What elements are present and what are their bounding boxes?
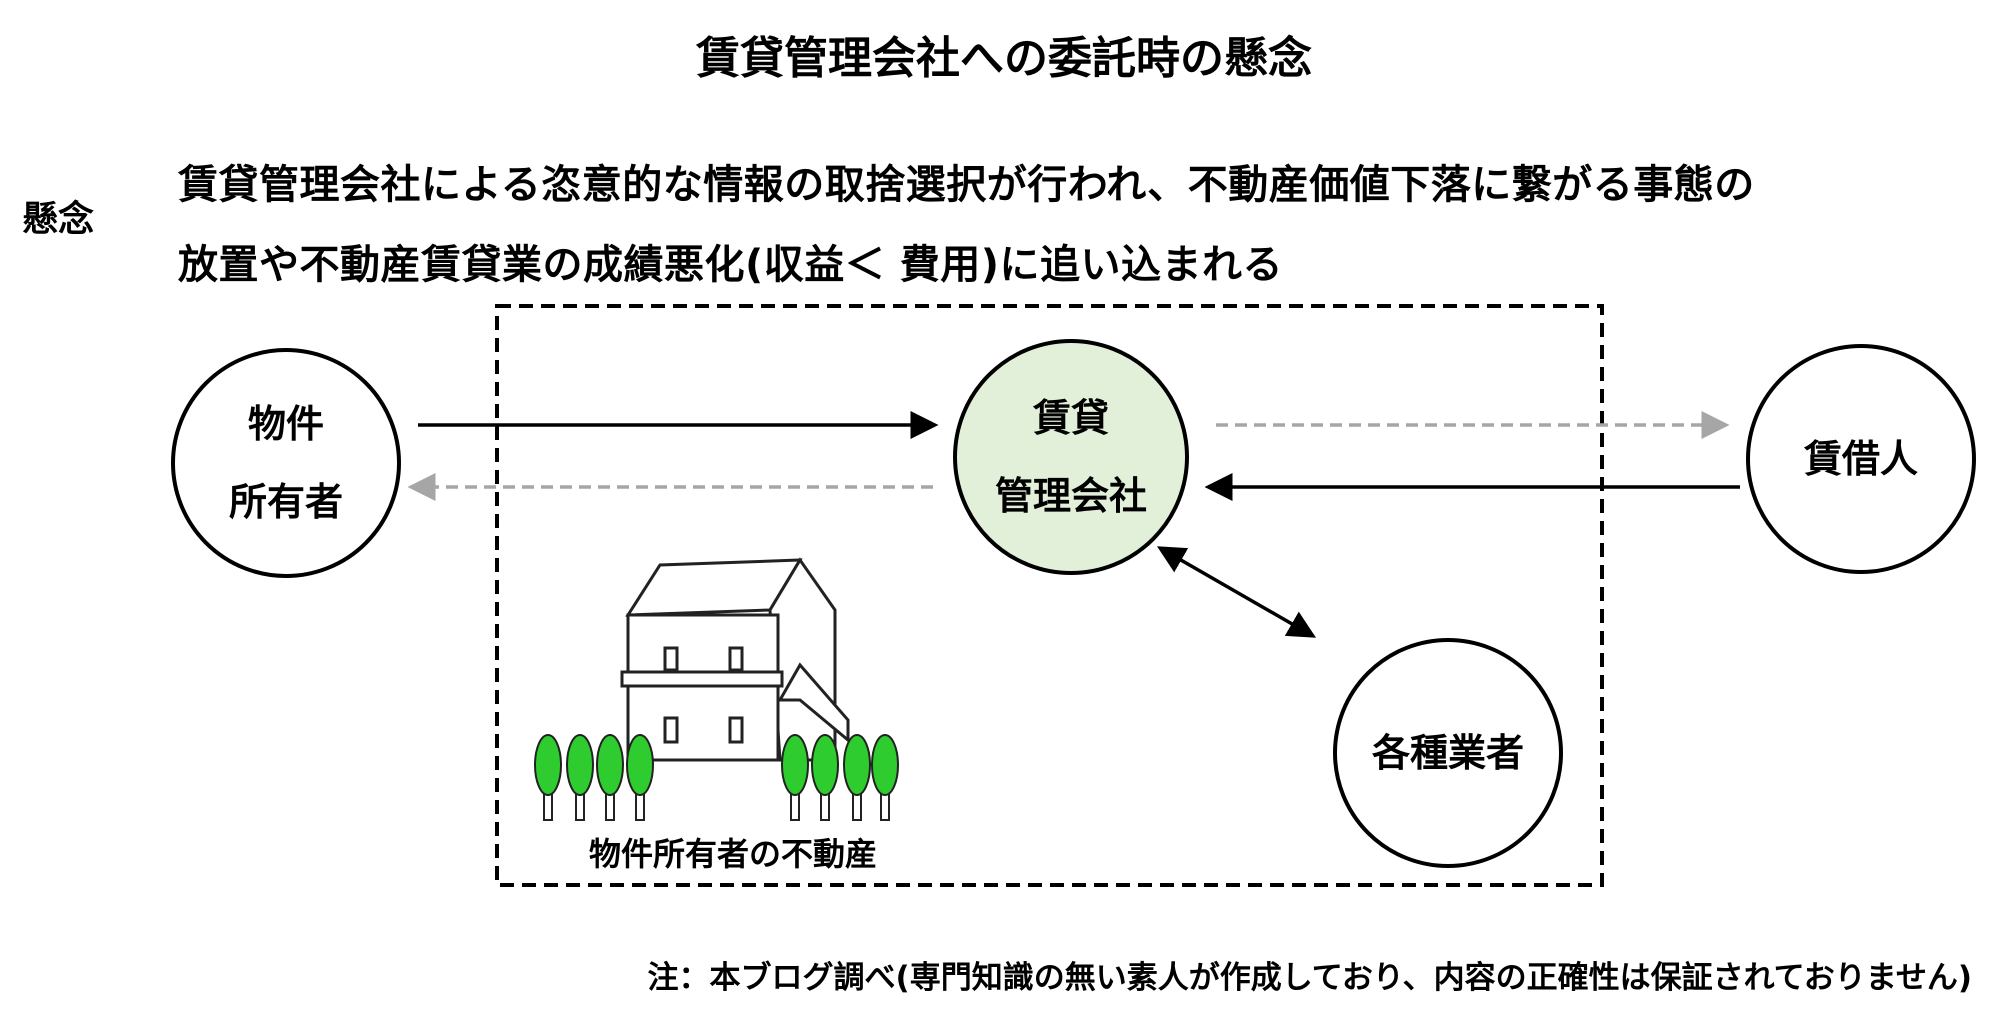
node-owner: 物件 所有者 <box>229 385 343 541</box>
tenant-circle <box>1746 344 1976 574</box>
tree-icon <box>566 734 594 796</box>
vendors-circle <box>1333 638 1563 868</box>
concern-text-line2: 放置や不動産賃貸業の成績悪化(収益＜ 費用)に追い込まれる <box>178 242 1283 288</box>
tree-icon <box>843 734 871 796</box>
trees <box>534 734 899 821</box>
node-manager: 賃貸 管理会社 <box>995 379 1147 535</box>
owner-label-line2: 所有者 <box>228 480 344 524</box>
arrow-manager-vendors-bidirectional <box>1156 546 1317 638</box>
tree-icon <box>626 734 654 796</box>
disclaimer-note: 注：本ブログ調べ(専門知識の無い素人が作成しており、内容の正確性は保証されており… <box>647 960 1972 996</box>
manager-label-line1: 賃貸 <box>1032 396 1110 440</box>
page-title: 賃貸管理会社への委託時の懸念 <box>696 33 1312 84</box>
manager-label-line2: 管理会社 <box>994 474 1148 518</box>
tree-icon <box>781 734 809 796</box>
management-scope-box <box>495 304 1604 887</box>
property-caption: 物件所有者の不動産 <box>588 835 878 873</box>
manager-circle <box>953 339 1189 575</box>
tree-icon <box>811 734 839 796</box>
node-tenant: 賃借人 <box>1803 437 1919 481</box>
tree-icon <box>596 734 624 796</box>
tree-icon <box>871 734 899 796</box>
house-illustration <box>620 557 850 762</box>
concern-label: 懸念 <box>22 199 95 240</box>
node-vendors: 各種業者 <box>1371 731 1525 775</box>
owner-label-line1: 物件 <box>247 402 325 446</box>
concern-text-line1: 賃貸管理会社による恣意的な情報の取捨選択が行われ、不動産価値下落に繋がる事態の <box>178 162 1755 208</box>
owner-circle <box>171 348 401 578</box>
tree-icon <box>534 734 562 796</box>
